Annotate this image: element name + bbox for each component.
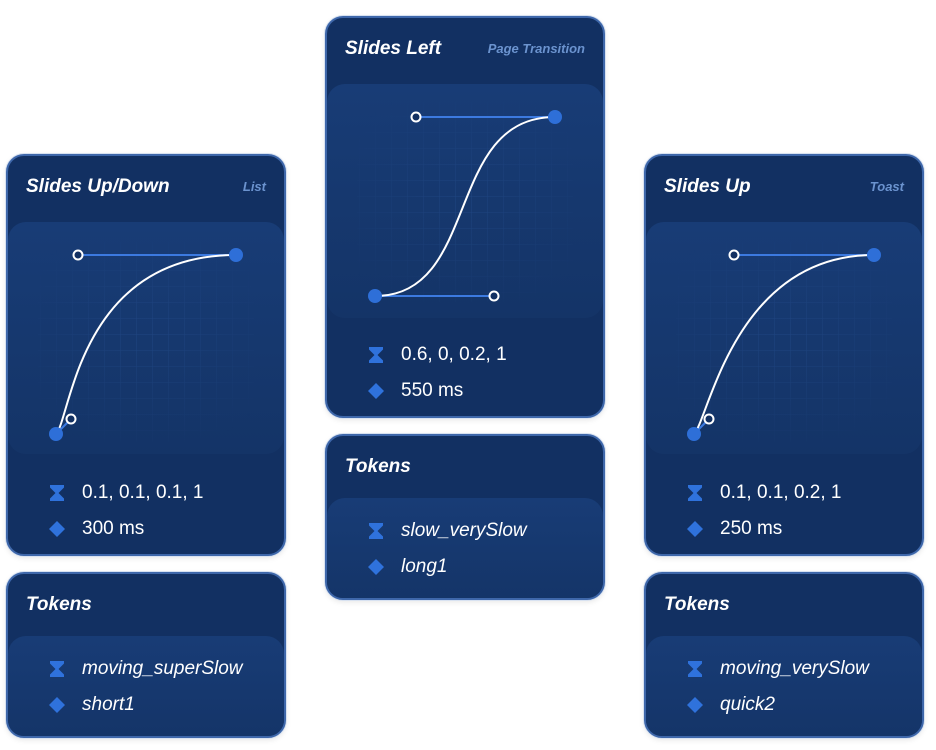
- duration-value: 250 ms: [720, 518, 783, 539]
- duration-token: long1: [401, 556, 448, 577]
- easing-curve-graph: [38, 242, 254, 442]
- tokens-card-slides-up: Tokens moving_verySlow quick2: [644, 572, 924, 738]
- cubic-bezier-row: 0.1, 0.1, 0.2, 1: [686, 480, 841, 506]
- control-point-1[interactable]: [703, 413, 715, 425]
- easing-token-row: moving_verySlow: [686, 656, 869, 682]
- card-title: Slides Left: [345, 38, 442, 59]
- hourglass-icon: [369, 347, 383, 363]
- cubic-bezier-row: 0.6, 0, 0.2, 1: [367, 342, 507, 368]
- card-tag: List: [242, 179, 266, 194]
- curve-panel: [8, 222, 284, 454]
- hourglass-icon: [369, 523, 383, 539]
- tokens-title: Tokens: [26, 594, 92, 615]
- diamond-icon: [368, 559, 384, 575]
- tokens-panel: [327, 498, 603, 598]
- curve-card-slides-left: Slides Left Page Transition: [325, 16, 605, 418]
- tokens-card-slides-up-down: Tokens moving_superSlow short1: [6, 572, 286, 738]
- card-header: Slides Up/Down List: [26, 176, 266, 202]
- grid: [676, 242, 892, 442]
- diamond-icon: [687, 697, 703, 713]
- tokens-header: Tokens: [26, 594, 266, 620]
- card-tag: Page Transition: [487, 41, 585, 56]
- easing-curve: [693, 254, 875, 435]
- card-header: Slides Left Page Transition: [345, 38, 585, 64]
- easing-token-row: slow_verySlow: [367, 518, 527, 544]
- cubic-bezier-value: 0.1, 0.1, 0.2, 1: [720, 482, 842, 503]
- hourglass-icon: [50, 661, 64, 677]
- control-point-1[interactable]: [65, 413, 77, 425]
- duration-row: 250 ms: [686, 516, 782, 542]
- control-point-2[interactable]: [72, 249, 84, 261]
- end-point: [229, 248, 243, 262]
- control-point-1[interactable]: [488, 290, 500, 302]
- diamond-icon: [368, 383, 384, 399]
- tokens-panel: [8, 636, 284, 736]
- duration-token: quick2: [720, 694, 775, 715]
- start-point: [368, 289, 382, 303]
- duration-token: short1: [82, 694, 135, 715]
- card-title: Slides Up/Down: [26, 176, 170, 197]
- hourglass-icon: [688, 485, 702, 501]
- duration-token-row: quick2: [686, 692, 775, 718]
- card-header: Slides Up Toast: [664, 176, 904, 202]
- tokens-card-slides-left: Tokens slow_verySlow long1: [325, 434, 605, 600]
- control-point-2[interactable]: [728, 249, 740, 261]
- grid: [38, 242, 254, 442]
- end-point: [867, 248, 881, 262]
- easing-curve-graph: [357, 102, 573, 303]
- cubic-bezier-row: 0.1, 0.1, 0.1, 1: [48, 480, 203, 506]
- duration-row: 300 ms: [48, 516, 144, 542]
- hourglass-icon: [688, 661, 702, 677]
- duration-token-row: long1: [367, 554, 448, 580]
- curve-panel: [327, 84, 603, 318]
- end-point: [548, 110, 562, 124]
- control-point-2[interactable]: [410, 111, 422, 123]
- easing-token: slow_verySlow: [401, 520, 527, 541]
- easing-curve-graph: [676, 242, 892, 442]
- diamond-icon: [49, 521, 65, 537]
- tokens-panel: [646, 636, 922, 736]
- duration-value: 550 ms: [401, 380, 464, 401]
- curve-card-slides-up: Slides Up Toast 0: [644, 154, 924, 556]
- easing-token-row: moving_superSlow: [48, 656, 243, 682]
- start-point: [49, 427, 63, 441]
- easing-token: moving_superSlow: [82, 658, 243, 679]
- duration-row: 550 ms: [367, 378, 463, 404]
- cubic-bezier-value: 0.6, 0, 0.2, 1: [401, 344, 507, 365]
- tokens-title: Tokens: [664, 594, 730, 615]
- curve-panel: [646, 222, 922, 454]
- start-point: [687, 427, 701, 441]
- card-title: Slides Up: [664, 176, 751, 197]
- tokens-header: Tokens: [345, 456, 585, 482]
- cubic-bezier-value: 0.1, 0.1, 0.1, 1: [82, 482, 204, 503]
- tokens-title: Tokens: [345, 456, 411, 477]
- card-tag: Toast: [869, 179, 904, 194]
- curve-card-slides-up-down: Slides Up/Down List: [6, 154, 286, 556]
- easing-curve: [55, 254, 237, 435]
- duration-token-row: short1: [48, 692, 135, 718]
- diamond-icon: [49, 697, 65, 713]
- duration-value: 300 ms: [82, 518, 145, 539]
- easing-token: moving_verySlow: [720, 658, 869, 679]
- hourglass-icon: [50, 485, 64, 501]
- easing-curve: [374, 116, 556, 297]
- tokens-header: Tokens: [664, 594, 904, 620]
- diamond-icon: [687, 521, 703, 537]
